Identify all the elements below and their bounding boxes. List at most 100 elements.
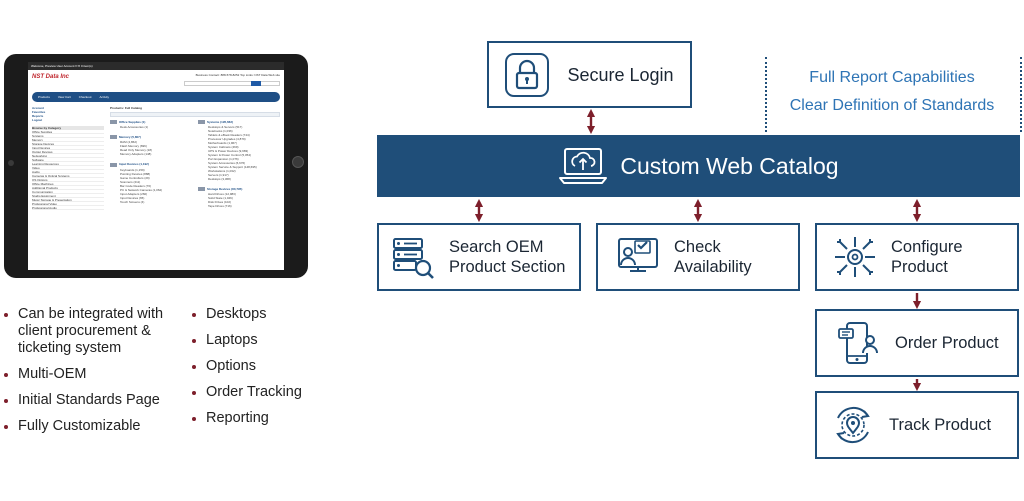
catalog-group-item[interactable]: Touch Screens (4) xyxy=(120,199,145,204)
catalog-group-item[interactable]: Workstations (1,032) xyxy=(208,169,236,174)
category-item[interactable]: Learning Resources xyxy=(32,162,104,166)
search-oem-label: Search OEM Product Section xyxy=(449,237,565,277)
catalog-group-item[interactable]: System & Power Control (5,054) xyxy=(208,153,252,158)
category-item[interactable]: Memory xyxy=(32,138,104,142)
site-logo: NST Data Inc xyxy=(32,74,70,80)
catalog-group-item[interactable]: Game Controllers (29) xyxy=(120,175,150,180)
site-search-input[interactable] xyxy=(184,81,280,86)
site-nav: Products View Cart Checkout Activity xyxy=(32,92,280,102)
report-capabilities-text: Full Report Capabilities xyxy=(809,69,975,86)
catalog-group-item[interactable]: Desk Accessories (1) xyxy=(120,125,149,130)
catalog-group: Input Devices (1,192)Keyboards (1,159)Po… xyxy=(110,162,190,204)
track-product-box: Track Product xyxy=(815,391,1019,459)
account-link[interactable]: Account xyxy=(32,106,44,110)
catalog-group-item[interactable]: Tape Drives (716) xyxy=(208,204,232,209)
catalog-group-item[interactable]: Notebooks (1,036) xyxy=(208,129,233,134)
catalog-group-item[interactable]: Processor Upgrades (4,879) xyxy=(208,137,246,142)
catalog-group-item[interactable]: Memory Adapters (148) xyxy=(120,152,152,157)
catalog-group: Storage Devices (80,795)Hard Drives (12,… xyxy=(198,187,278,208)
feature-item: Reporting xyxy=(190,410,330,427)
check-availability-box: Check Availability xyxy=(596,223,800,291)
catalog-group-item[interactable]: Flash Memory (696) xyxy=(120,144,147,149)
catalog-group-item[interactable]: System Service & Support (148,695) xyxy=(208,165,257,170)
feature-item: Desktops xyxy=(190,306,330,323)
category-item[interactable]: Software xyxy=(32,158,104,162)
secure-login-label: Secure Login xyxy=(567,64,674,85)
business-contact: Business Contact: 888-578-8252 Top Links… xyxy=(195,73,280,77)
category-item[interactable]: Audio xyxy=(32,170,104,174)
catalog-group-item[interactable]: Read Only Memory (18) xyxy=(120,148,153,153)
catalog-group-item[interactable]: Disk Drives (102) xyxy=(208,200,232,205)
feature-item: Multi-OEM xyxy=(2,366,182,383)
search-oem-line2: Product Section xyxy=(449,258,566,276)
account-link[interactable]: Logout xyxy=(32,118,43,122)
category-item[interactable]: Cameras & Optical Systems xyxy=(32,174,104,178)
catalog-group-header[interactable]: Systems (195,662) xyxy=(198,120,278,125)
catalog-group-header[interactable]: Office Supplies (1) xyxy=(110,120,190,125)
category-item[interactable]: Professional Audio xyxy=(32,206,104,210)
category-item[interactable]: Storage Devices xyxy=(32,142,104,146)
category-item[interactable]: Professional Video xyxy=(32,202,104,206)
category-item[interactable]: Office Machines xyxy=(32,182,104,186)
features-list-left: Can be integrated with client procuremen… xyxy=(2,306,182,444)
category-item[interactable]: Communication xyxy=(32,190,104,194)
catalog-group-item[interactable]: Motherboards (1,967) xyxy=(208,141,237,146)
order-product-label: Order Product xyxy=(895,334,999,352)
mobile-order-icon xyxy=(838,322,878,364)
account-link[interactable]: Favorites xyxy=(32,110,46,114)
catalog-column-left: Office Supplies (1)Desk Accessories (1) M… xyxy=(110,120,190,210)
site-nav-item[interactable]: Products xyxy=(38,95,50,99)
account-link[interactable]: Reports xyxy=(32,114,44,118)
category-item[interactable]: OS Options xyxy=(32,178,104,182)
feature-item: Order Tracking xyxy=(190,384,330,401)
catalog-group-item[interactable]: Bar Code Readers (76) xyxy=(120,183,152,188)
site-nav-item[interactable]: Activity xyxy=(99,95,109,99)
catalog-group-item[interactable]: RAM (4,862) xyxy=(120,140,138,145)
search-oem-line1: Search OEM xyxy=(449,238,544,256)
catalog-group-item[interactable]: Input Devices (65) xyxy=(120,195,145,200)
catalog-group-header[interactable]: Memory (5,807) xyxy=(110,135,190,140)
catalog-group-item[interactable]: Hard Drives (12,983) xyxy=(208,192,236,197)
category-item[interactable]: Input Devices xyxy=(32,146,104,150)
catalog-group-item[interactable]: System Accessories (6,676) xyxy=(208,161,246,166)
feature-item: Can be integrated with client procuremen… xyxy=(2,306,182,357)
secure-login-box: Secure Login xyxy=(487,41,692,108)
category-item[interactable]: Networking xyxy=(32,154,104,158)
catalog-group-item[interactable]: PC & Network Cameras (1,062) xyxy=(120,187,163,192)
category-item[interactable]: Systems xyxy=(32,134,104,138)
configure-product-line2: Product xyxy=(891,258,948,276)
site-search-button[interactable] xyxy=(251,81,261,86)
feature-item: Laptops xyxy=(190,332,330,349)
custom-web-catalog-band: Custom Web Catalog xyxy=(377,135,1020,197)
configure-product-line1: Configure xyxy=(891,238,963,256)
category-item[interactable]: Video xyxy=(32,166,104,170)
catalog-group-item[interactable]: Desktops & Servers (517) xyxy=(208,125,243,130)
gear-network-icon xyxy=(835,237,875,277)
catalog-group-item[interactable]: Port Expansion (1,076) xyxy=(208,157,239,162)
catalog-group-item[interactable]: Pointing Devices (888) xyxy=(120,171,151,176)
category-item[interactable]: Music Storage & Presentation xyxy=(32,198,104,202)
site-nav-item[interactable]: Checkout xyxy=(78,95,92,99)
category-item[interactable]: Office Supplies xyxy=(32,130,104,134)
browse-header: Browse by Category xyxy=(32,126,104,130)
catalog-tabs[interactable] xyxy=(110,112,280,117)
category-item[interactable]: Additional Products xyxy=(32,186,104,190)
catalog-group-item[interactable]: Tablets & eBook Readers (744) xyxy=(208,133,250,138)
catalog-group-item[interactable]: Servers (1,917) xyxy=(208,173,229,178)
catalog-group-item[interactable]: Scanners (211) xyxy=(120,179,141,184)
catalog-group-item[interactable]: System Cabinets (469) xyxy=(208,145,239,150)
site-nav-item[interactable]: View Cart xyxy=(57,95,71,99)
catalog-group-header[interactable]: Input Devices (1,192) xyxy=(110,162,190,167)
category-item[interactable]: Output Devices xyxy=(32,150,104,154)
catalog-group-item[interactable]: Desktops (3,368) xyxy=(208,177,231,182)
category-image-icon xyxy=(110,120,117,125)
catalog-group-item[interactable]: Input Adapters (260) xyxy=(120,191,148,196)
catalog-group-item[interactable]: Solid State (1,046) xyxy=(208,196,233,201)
catalog-group-item[interactable]: Keyboards (1,159) xyxy=(120,167,145,172)
person-check-icon xyxy=(618,238,658,272)
category-item[interactable]: Studio Equipment xyxy=(32,194,104,198)
catalog-group-header[interactable]: Storage Devices (80,795) xyxy=(198,187,278,192)
catalog-group-item[interactable]: UPS & Power Devices (9,983) xyxy=(208,149,249,154)
